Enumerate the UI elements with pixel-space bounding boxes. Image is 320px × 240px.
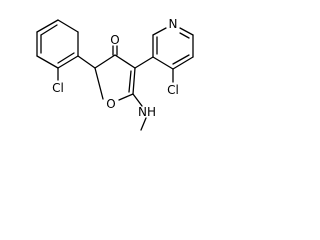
bond [77, 55, 96, 69]
bond [134, 56, 154, 69]
bond [57, 19, 79, 33]
double-bond-inner [172, 54, 190, 65]
bond [179, 27, 194, 36]
bond [140, 117, 147, 131]
furanone-ring [94, 45, 136, 101]
atom-label-phenyl-chlorine: Cl [52, 81, 64, 95]
chlorophenyl-ring [36, 19, 79, 81]
chloropyridine-ring [152, 27, 194, 83]
atom-label-pyridine-chlorine: Cl [167, 83, 179, 97]
aromatic-inner-bond [40, 24, 58, 36]
aromatic-inner-bond [57, 52, 75, 64]
bond [36, 55, 59, 69]
bond [94, 67, 104, 100]
bond [152, 56, 174, 70]
bond [152, 27, 167, 36]
double-bond-inner [179, 32, 190, 39]
bond [57, 55, 79, 69]
double-bond-inner [128, 70, 132, 93]
chemical-structure: O Cl N Cl O NH [36, 17, 194, 131]
atom-label-amine-nh: NH [138, 105, 156, 119]
atom-label-ring-oxygen: O [106, 97, 115, 111]
bond [132, 93, 143, 107]
bond [36, 19, 59, 33]
bond [132, 67, 136, 95]
bond [114, 54, 136, 69]
bond [118, 93, 134, 101]
bond [172, 56, 194, 70]
atom-label-carbonyl-oxygen: O [110, 33, 119, 47]
atom-label-pyridine-nitrogen: N [169, 17, 178, 31]
bond [94, 54, 116, 69]
